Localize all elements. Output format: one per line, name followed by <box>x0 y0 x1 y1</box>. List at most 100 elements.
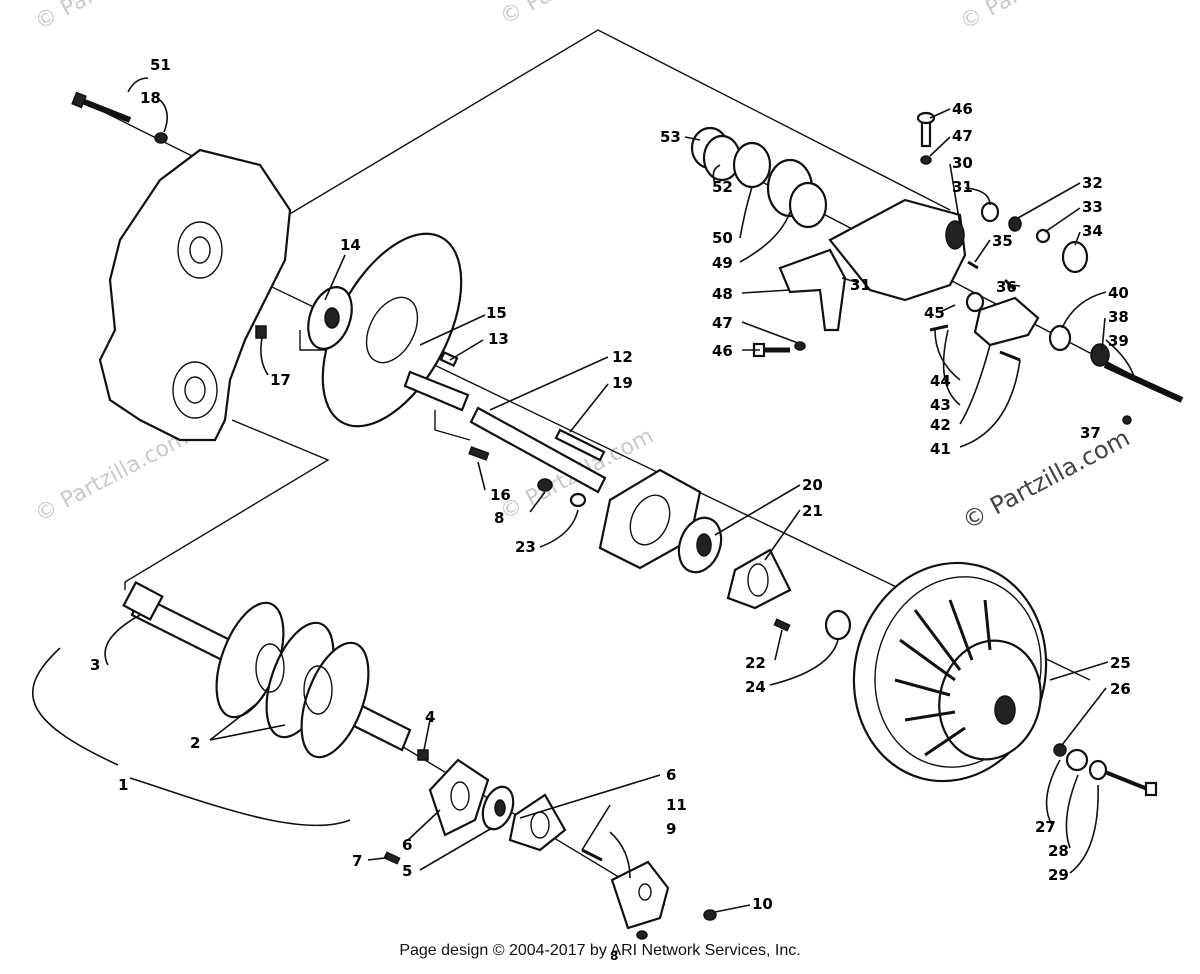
nut-17 <box>255 325 267 339</box>
spring-32 <box>1008 216 1022 232</box>
outline-upper <box>287 29 951 216</box>
sprockets-2 <box>215 601 370 759</box>
callout-17: 17 <box>270 371 291 389</box>
bolt-22 <box>773 618 791 632</box>
washer-18 <box>154 132 168 144</box>
washer-33 <box>1035 228 1051 244</box>
flange-6-a <box>428 758 490 837</box>
chaincase-upper-bore <box>177 221 223 279</box>
callout-8-upper: 8 <box>494 509 504 527</box>
callout-33: 33 <box>1082 198 1103 216</box>
spring-38 <box>1090 343 1110 367</box>
callout-39: 39 <box>1108 332 1129 350</box>
callout-46-lower: 46 <box>712 342 733 360</box>
bearing-20 <box>677 516 723 574</box>
assembly-outline <box>124 29 951 590</box>
outline-pin-box <box>434 410 471 441</box>
puck-50b <box>788 181 828 229</box>
watermark-mid-right: © Partzilla.com <box>958 424 1135 536</box>
callout-46-top: 46 <box>952 100 973 118</box>
callout-28: 28 <box>1048 842 1069 860</box>
callout-13: 13 <box>488 330 509 348</box>
washer-24 <box>824 609 852 641</box>
bolt-29 <box>1104 770 1158 797</box>
bolt-51 <box>71 91 132 123</box>
callout-20: 20 <box>802 476 823 494</box>
callout-34: 34 <box>1082 222 1103 240</box>
bolt-16 <box>468 446 490 461</box>
washer-23 <box>569 492 587 508</box>
clip-45 <box>965 291 985 313</box>
tube-12 <box>469 406 607 494</box>
callout-47-top: 47 <box>952 127 973 145</box>
callout-10: 10 <box>752 895 773 913</box>
bracket-48 <box>778 248 847 332</box>
callout-3: 3 <box>90 656 100 674</box>
callout-30: 30 <box>952 154 973 172</box>
nut-31 <box>980 201 1000 223</box>
callout-14: 14 <box>340 236 361 254</box>
washer-27 <box>1065 748 1089 772</box>
hub-14 <box>307 286 353 350</box>
callout-15: 15 <box>486 304 507 322</box>
callout-32: 32 <box>1082 174 1103 192</box>
pad-50 <box>732 141 772 189</box>
callout-31-a: 31 <box>952 178 973 196</box>
callout-49: 49 <box>712 254 733 272</box>
washer-40 <box>1048 324 1072 352</box>
flange-21 <box>726 548 792 610</box>
watermark-mid-left: © Partzilla.com <box>31 426 193 528</box>
bearing-5 <box>481 785 515 831</box>
caliper-group <box>690 111 1184 425</box>
nut-4 <box>417 749 429 761</box>
callout-6-b: 6 <box>666 766 676 784</box>
callout-43: 43 <box>930 396 951 414</box>
callout-16: 16 <box>490 486 511 504</box>
flange-6-b <box>508 793 567 852</box>
callout-47-lower: 47 <box>712 314 733 332</box>
key-19 <box>554 428 606 462</box>
washer-47-lower <box>794 341 806 351</box>
callout-52: 52 <box>712 178 733 196</box>
nut-37 <box>1122 415 1132 425</box>
washer-26 <box>1053 743 1067 757</box>
chaincase-lower-bore <box>172 361 218 419</box>
callout-7: 7 <box>352 852 362 870</box>
callout-35: 35 <box>992 232 1013 250</box>
callout-6-a: 6 <box>402 836 412 854</box>
callout-37: 37 <box>1080 424 1101 442</box>
callout-24: 24 <box>745 678 766 696</box>
pin-41 <box>999 350 1021 362</box>
leader-lines <box>31 77 1136 913</box>
caliper-body <box>828 198 967 302</box>
callout-40: 40 <box>1108 284 1129 302</box>
callout-1: 1 <box>118 776 128 794</box>
callout-27: 27 <box>1035 818 1056 836</box>
callout-48: 48 <box>712 285 733 303</box>
housing-9 <box>610 860 670 930</box>
pin-36 <box>1003 278 1017 292</box>
chaincase-lower-bore-inner <box>184 376 206 404</box>
lever-42 <box>973 296 1040 347</box>
callout-12: 12 <box>612 348 633 366</box>
outline-lower <box>124 419 330 590</box>
callout-50: 50 <box>712 229 733 247</box>
callouts: 1 2 3 4 5 6 6 7 8 8 9 10 11 12 13 14 15 … <box>90 56 1131 963</box>
washer-28 <box>1088 759 1108 781</box>
callout-51: 51 <box>150 56 171 74</box>
callout-2: 2 <box>190 734 200 752</box>
chaincase-upper-bore-inner <box>189 236 211 264</box>
callout-19: 19 <box>612 374 633 392</box>
callout-36: 36 <box>996 278 1017 296</box>
callout-26: 26 <box>1110 680 1131 698</box>
chaincase-body <box>98 148 292 442</box>
shaft-13 <box>403 350 470 412</box>
callout-31-b: 31 <box>850 276 871 294</box>
nut-8-lower <box>636 930 648 940</box>
callout-22: 22 <box>745 654 766 672</box>
washer-47-top <box>920 155 932 165</box>
nut-8-upper <box>537 478 553 492</box>
nut-34 <box>1061 240 1089 274</box>
callout-9: 9 <box>666 820 676 838</box>
